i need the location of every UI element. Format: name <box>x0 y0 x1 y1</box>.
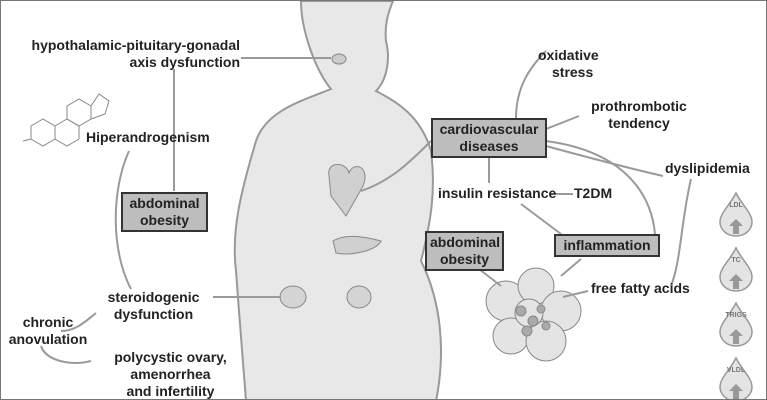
brain-icon <box>331 53 347 65</box>
steroidogenic-label-line2: dysfunction <box>113 306 194 322</box>
oxidative-label-line2: stress <box>552 64 594 80</box>
drop-up-arrow-icon <box>719 301 753 347</box>
drop-label: TC <box>731 257 741 264</box>
drop-up-arrow-icon <box>719 246 753 292</box>
lipid-drop-trigs: TRIGS <box>716 301 756 347</box>
drop-label: VLDL <box>726 367 746 374</box>
ovary-right-icon <box>346 285 372 309</box>
box-text: cardiovascular <box>439 121 539 137</box>
drop-label: LDL <box>729 202 743 209</box>
hpg-label-line2: axis dysfunction <box>129 54 240 70</box>
drop-up-arrow-icon <box>719 356 753 399</box>
inflammation-box: inflammation <box>554 234 660 257</box>
anovulation-label-line2: anovulation <box>8 331 88 347</box>
steroidogenic-label-line1: steroidogenic <box>107 289 200 305</box>
steroid-molecule-icon <box>22 93 110 147</box>
lipid-drop-vldl: VLDL <box>716 356 756 399</box>
box-text: obesity <box>139 212 189 228</box>
connector-lines <box>40 50 692 364</box>
abdominal-obesity-box-left: abdominal obesity <box>121 192 208 232</box>
prothrombotic-label-line1: prothrombotic <box>591 98 687 114</box>
lipid-drop-ldl: LDL <box>716 191 756 237</box>
polycystic-label-line3: and infertility <box>126 383 215 399</box>
insulin-resistance-label: insulin resistance <box>438 185 557 201</box>
prothrombotic-label-line2: tendency <box>608 115 670 131</box>
cardiovascular-diseases-box: cardiovascular diseases <box>431 118 547 158</box>
dyslipidemia-label: dyslipidemia <box>665 160 750 176</box>
polycystic-label-line2: amenorrhea <box>130 366 211 382</box>
drop-up-arrow-icon <box>719 191 753 237</box>
oxidative-label-line1: oxidative <box>538 47 599 63</box>
polycystic-label-line1: polycystic ovary, <box>114 349 227 365</box>
hpg-label-line1: hypothalamic-pituitary-gonadal <box>31 37 240 53</box>
pancreas-icon <box>332 235 382 255</box>
drop-label: TRIGS <box>725 312 747 319</box>
ovary-left-icon <box>279 285 307 309</box>
box-text: abdominal <box>430 234 501 250</box>
t2dm-label: T2DM <box>574 185 613 201</box>
box-text: abdominal <box>129 195 200 211</box>
free-fatty-acids-label: free fatty acids <box>591 280 690 296</box>
box-text: diseases <box>459 138 519 154</box>
abdominal-obesity-box-right: abdominal obesity <box>425 231 504 271</box>
box-text: obesity <box>439 251 489 267</box>
hiperandrogenism-label: Hiperandrogenism <box>86 129 210 145</box>
adipose-tissue-icon <box>485 267 582 362</box>
lipid-drop-tc: TC <box>716 246 756 292</box>
heart-icon <box>328 163 366 217</box>
anovulation-label-line1: chronic <box>22 314 74 330</box>
